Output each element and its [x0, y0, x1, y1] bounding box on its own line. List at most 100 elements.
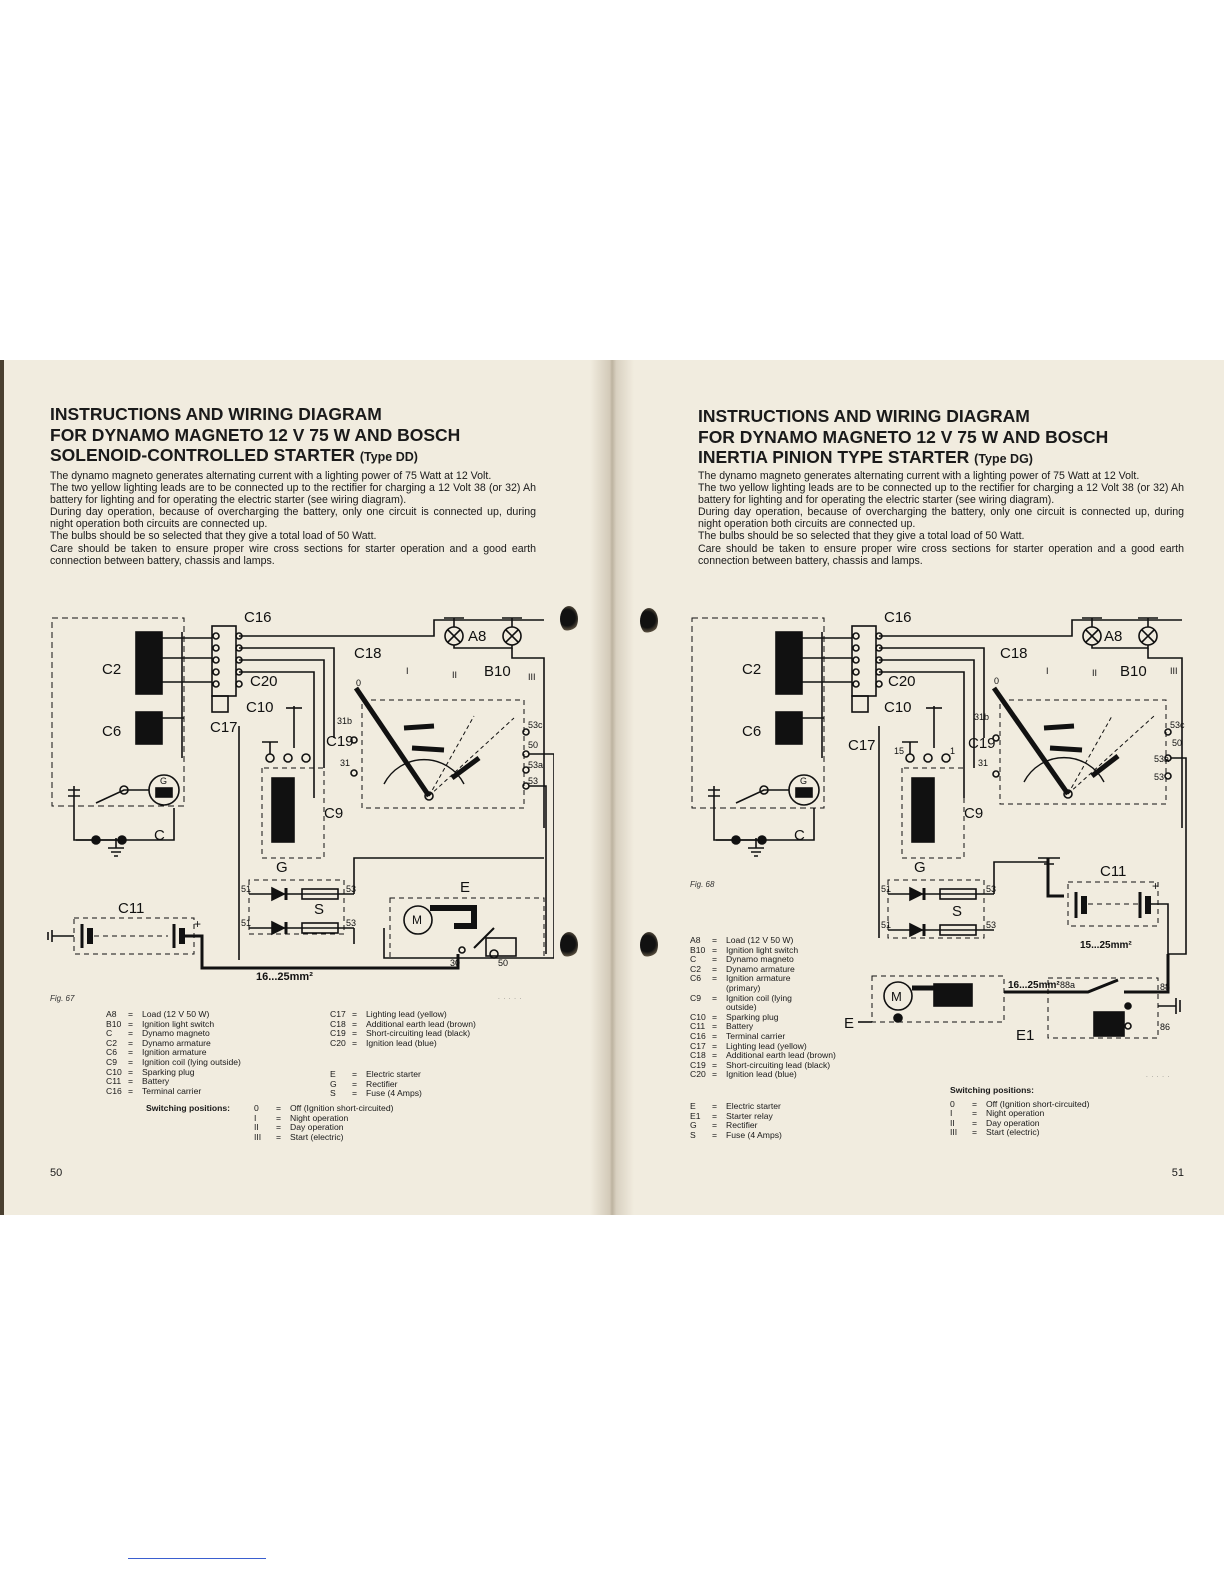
node-53: 53 — [1154, 772, 1164, 782]
switching-positions-right: Switching positions: 0=Off (Ignition sho… — [950, 1085, 1170, 1138]
legend-row: E=Electric starter — [330, 1069, 421, 1079]
wiring-diagram-left: C16 C18 A8 B10 C2 C6 C20 C10 C17 C19 C9 … — [47, 609, 554, 983]
book-spread: INSTRUCTIONS AND WIRING DIAGRAM FOR DYNA… — [0, 360, 1224, 1215]
label-e: E — [460, 879, 470, 896]
node-50s: 50 — [498, 958, 508, 968]
legend-row: A8=Load (12 V 50 W) — [690, 935, 794, 945]
legend-row: B10=Ignition light switch — [690, 944, 799, 955]
node-53: 53 — [528, 776, 538, 786]
legend-row: C20=Ignition lead (blue) — [330, 1037, 437, 1048]
right-paragraph: The bulbs should be so selected that the… — [698, 530, 1025, 543]
node-53a: 53a — [1154, 754, 1169, 764]
label-s: S — [952, 903, 962, 920]
label-c2: C2 — [102, 661, 121, 678]
node-88a: 88a — [1060, 980, 1075, 990]
legend-row: S=Fuse (4 Amps) — [330, 1088, 422, 1099]
left-paragraph: The two yellow lighting leads are to be … — [50, 482, 536, 507]
legend-row: C16=Terminal carrier — [690, 1030, 786, 1041]
node-15: 15 — [894, 746, 904, 756]
left-title-line1: INSTRUCTIONS AND WIRING DIAGRAM — [50, 404, 382, 424]
right-paragraph: During day operation, because of overcha… — [698, 506, 1184, 531]
wiring-diagram-right: C16 C18 A8 B10 C2 C6 C20 C10 C17 C19 C9 … — [691, 609, 1187, 1044]
node-53c: 53c — [1170, 720, 1185, 730]
legend-row: C19=Short-circuiting lead (black) — [690, 1059, 831, 1070]
label-c16: C16 — [244, 609, 272, 626]
right-title-line1: INSTRUCTIONS AND WIRING DIAGRAM — [698, 406, 1030, 426]
label-c20: C20 — [888, 673, 916, 690]
legend-row: C10=Sparking plug — [690, 1011, 779, 1022]
node-31b: 31b — [337, 716, 352, 726]
node-50: 50 — [1172, 738, 1182, 748]
switching-title: Switching positions: — [950, 1085, 1035, 1095]
legend-row: C6=Ignition armature (primary) — [690, 973, 791, 993]
label-c6: C6 — [742, 723, 761, 740]
legend-left-col3: E=Electric starter G=Rectifier S=Fuse (4… — [330, 1069, 530, 1099]
label-c: C — [154, 827, 165, 844]
label-g-gen: G — [800, 776, 807, 786]
switching-row: 0=Off (Ignition short-circuited) — [254, 1103, 394, 1113]
left-paragraph: During day operation, because of overcha… — [50, 506, 536, 531]
label-c9: C9 — [324, 805, 343, 822]
left-page: INSTRUCTIONS AND WIRING DIAGRAM FOR DYNA… — [0, 360, 612, 1215]
legend-row: C9=Ignition coil (lying outside) — [106, 1056, 241, 1067]
legend-right-col2: E=Electric starter E1=Starter relay G=Re… — [690, 1101, 880, 1140]
node-53r2: 53 — [986, 920, 996, 930]
node-53r1: 53 — [986, 884, 996, 894]
legend-row: E1=Starter relay — [690, 1110, 773, 1121]
legend-row: C=Dynamo magneto — [106, 1028, 210, 1039]
label-c10: C10 — [246, 699, 274, 716]
legend-left-col1: A8=Load (12 V 50 W) B10=Ignition light s… — [106, 1009, 316, 1096]
fig-label-right: Fig. 68 — [690, 880, 715, 889]
right-title: INSTRUCTIONS AND WIRING DIAGRAM FOR DYNA… — [698, 406, 1218, 470]
legend-row: C17=Lighting lead (yellow) — [690, 1040, 807, 1051]
label-t2: II — [1092, 668, 1097, 678]
switching-row: 0=Off (Ignition short-circuited) — [950, 1098, 1090, 1109]
legend-left-col2: C17=Lighting lead (yellow) C18=Additiona… — [330, 1009, 530, 1048]
switching-row: I=Night operation — [254, 1112, 349, 1123]
label-b10: B10 — [484, 663, 511, 680]
switching-row: II=Day operation — [254, 1122, 344, 1133]
node-50: 50 — [528, 740, 538, 750]
label-wire-size-2: 16...25mm² — [1008, 980, 1060, 991]
label-c19: C19 — [968, 735, 996, 752]
label-b10: B10 — [1120, 663, 1147, 680]
left-body-text: The dynamo magneto generates alternating… — [50, 470, 536, 567]
label-plus: + — [1152, 879, 1159, 893]
node-88: 88 — [1160, 982, 1170, 992]
legend-row: C2=Dynamo armature — [690, 963, 795, 974]
left-title-type: (Type DD) — [359, 450, 418, 464]
legend-row: C11=Battery — [690, 1021, 754, 1032]
switching-title: Switching positions: — [146, 1103, 231, 1113]
legend-row: C17=Lighting lead (yellow) — [330, 1009, 447, 1019]
label-c11: C11 — [118, 900, 144, 917]
label-c2: C2 — [742, 661, 761, 678]
label-t3: III — [528, 672, 536, 682]
punch-hole-icon — [560, 932, 578, 958]
label-plus: + — [194, 917, 201, 931]
legend-row: C20=Ignition lead (blue) — [690, 1069, 797, 1080]
right-paragraph: The dynamo magneto generates alternating… — [698, 470, 1140, 482]
legend-row: G=Rectifier — [690, 1120, 758, 1131]
label-t0: 0 — [356, 678, 361, 688]
node-31: 31 — [340, 758, 350, 768]
left-title: INSTRUCTIONS AND WIRING DIAGRAM FOR DYNA… — [50, 404, 570, 468]
label-t1: I — [1046, 666, 1049, 676]
left-paragraph: The bulbs should be so selected that the… — [50, 530, 377, 543]
label-c17: C17 — [848, 737, 876, 754]
legend-row: C10=Sparking plug — [106, 1066, 195, 1077]
print-code-left: · · · · · — [498, 996, 523, 1002]
label-c10: C10 — [884, 699, 912, 716]
legend-row: C18=Additional earth lead (brown) — [690, 1050, 836, 1061]
label-m: M — [412, 913, 422, 927]
right-title-line2: FOR DYNAMO MAGNETO 12 V 75 W AND BOSCH — [698, 426, 1109, 447]
label-e: E — [844, 1015, 854, 1032]
legend-row: C=Dynamo magneto — [690, 954, 794, 965]
legend-right-col1: A8=Load (12 V 50 W) B10=Ignition light s… — [690, 935, 880, 1080]
legend-row: C9=Ignition coil (lying outside) — [690, 992, 792, 1013]
label-t3: III — [1170, 666, 1178, 676]
label-c19: C19 — [326, 733, 354, 750]
label-t0: 0 — [994, 676, 999, 686]
right-body-text: The dynamo magneto generates alternating… — [698, 470, 1184, 567]
punch-hole-icon — [560, 606, 578, 632]
fig-label-left: Fig. 67 — [50, 994, 75, 1003]
